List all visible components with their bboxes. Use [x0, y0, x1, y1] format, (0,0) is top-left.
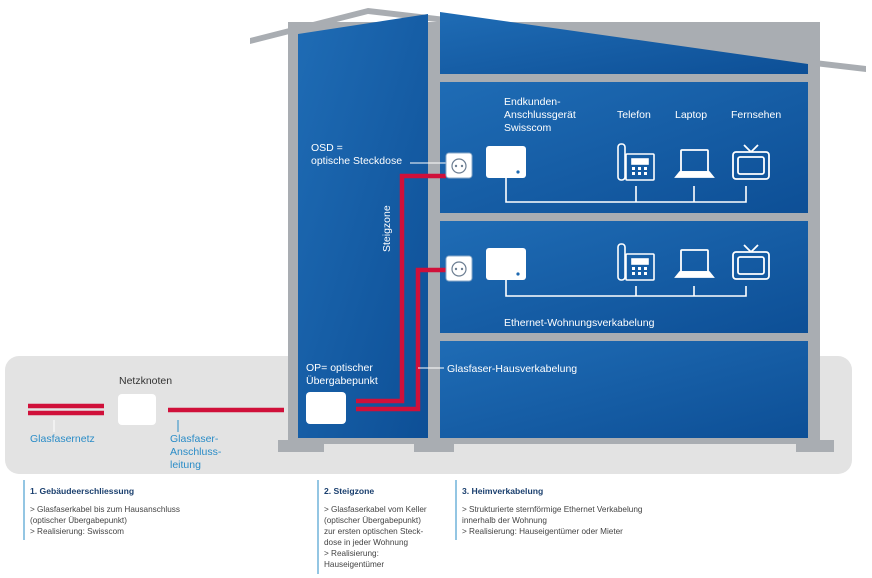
osd-label-1: OSD =: [311, 142, 343, 154]
op-label-2: Übergabepunkt: [306, 375, 378, 387]
step-line: > Realisierung:: [324, 549, 379, 558]
pointer-lines: [53, 162, 446, 432]
telephone-icon: [617, 243, 655, 281]
osd-socket-1: [445, 152, 473, 179]
op-label-1: OP= optischer: [306, 362, 373, 374]
netzknoten-label: Netzknoten: [119, 375, 172, 387]
anschlussgeraet-1: [486, 146, 526, 178]
laptop-icon: [674, 249, 715, 278]
endgeraet-label-1: Endkunden-: [504, 96, 561, 108]
step-line: > Strukturierte sternförmige Ethernet Ve…: [462, 505, 643, 514]
riser-cable-2: [356, 267, 446, 412]
step-title: 2. Steigzone: [324, 486, 374, 496]
laptop-label: Laptop: [675, 109, 707, 121]
op-box: [306, 392, 346, 424]
foundation: [278, 440, 834, 452]
steigzone-shaft: [298, 14, 428, 438]
step-line: zur ersten optischen Steck-: [324, 527, 423, 536]
netzknoten-box: [118, 394, 156, 425]
ethernet-wiring: [505, 178, 747, 297]
step-line: (optischer Übergabepunkt): [324, 515, 421, 525]
step-line: dose in jeder Wohnung: [324, 538, 409, 547]
step-title: 1. Gebäudeerschliessung: [30, 486, 134, 496]
steigzone-label: Steigzone: [381, 205, 393, 252]
step-title: 3. Heimverkabelung: [462, 486, 543, 496]
step-line: > Realisierung: Swisscom: [30, 527, 124, 536]
laptop-icon: [674, 149, 715, 178]
tv-icon: [732, 144, 770, 180]
ethernet-label: Ethernet-Wohnungsverkabelung: [504, 317, 655, 329]
riser-cable-1: [356, 173, 446, 404]
osd-socket-2: [445, 255, 473, 282]
step-gebaeudeerschliessung: 1. Gebäudeerschliessung > Glasfaserkabel…: [23, 480, 180, 540]
tv-icon: [732, 244, 770, 280]
step-line: > Realisierung: Hauseigentümer oder Miet…: [462, 527, 623, 536]
anschlussleitung-label-2: Anschluss-: [170, 446, 222, 458]
telephone-icon: [617, 143, 655, 181]
room-basement: [440, 341, 808, 438]
step-line: (optischer Übergabepunkt): [30, 515, 127, 525]
osd-label-2: optische Steckdose: [311, 155, 402, 167]
step-line: innerhalb der Wohnung: [462, 516, 547, 525]
fernsehen-label: Fernsehen: [731, 109, 781, 121]
telefon-label: Telefon: [617, 109, 651, 121]
step-heimverkabelung: 3. Heimverkabelung > Strukturierte stern…: [455, 480, 643, 540]
endgeraet-label-2: Anschlussgerät: [504, 109, 576, 121]
step-line: > Glasfaserkabel vom Keller: [324, 505, 427, 514]
attic-room: [440, 12, 808, 74]
endgeraet-label-3: Swisscom: [504, 122, 552, 134]
step-line: Hauseigentümer: [324, 560, 384, 569]
step-line: > Glasfaserkabel bis zum Hausanschluss: [30, 505, 180, 514]
glasfasernetz-label: Glasfasernetz: [30, 433, 95, 445]
fiber-cables: [28, 173, 446, 416]
anschlussleitung-label-1: Glasfaser-: [170, 433, 219, 445]
anschlussleitung-label-3: leitung: [170, 459, 201, 471]
step-steigzone: 2. Steigzone > Glasfaserkabel vom Keller…: [317, 480, 427, 574]
hausverkabelung-label: Glasfaser-Hausverkabelung: [447, 363, 577, 375]
anschlussgeraet-2: [486, 248, 526, 280]
